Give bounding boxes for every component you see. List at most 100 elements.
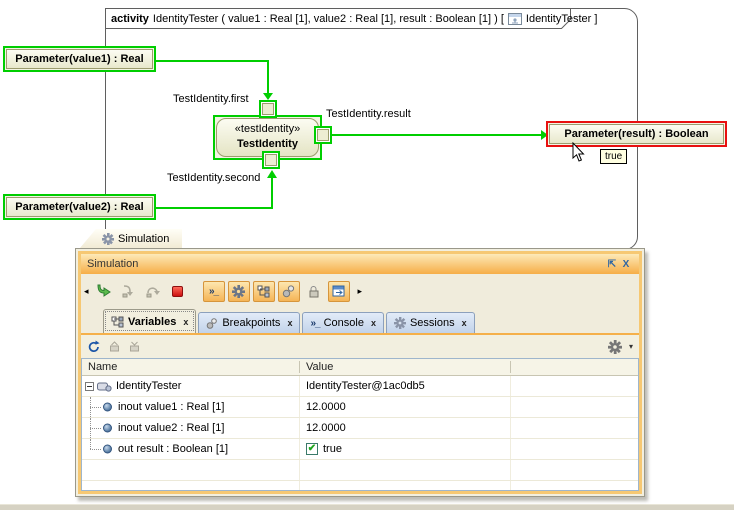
resume-icon bbox=[97, 284, 111, 297]
variables-tree-icon bbox=[111, 316, 124, 327]
tab-sessions-label: Sessions bbox=[409, 317, 455, 329]
settings-button[interactable] bbox=[607, 339, 622, 354]
row-value: IdentityTester@1ac0db5 bbox=[306, 380, 425, 392]
lock-icon bbox=[309, 285, 319, 297]
variable-icon bbox=[103, 423, 112, 433]
overflow-right-icon[interactable]: ▸ bbox=[357, 285, 363, 296]
action-name: TestIdentity bbox=[237, 138, 298, 150]
row-value: 12.0000 bbox=[306, 401, 346, 413]
header-keyword: activity bbox=[111, 12, 149, 25]
sim-titlebar[interactable]: Simulation ⇱ X bbox=[81, 254, 639, 274]
pin-result-body bbox=[317, 129, 329, 141]
tab-variables[interactable]: Variables x bbox=[103, 309, 197, 333]
row-name: IdentityTester bbox=[116, 380, 182, 392]
pin-second-body bbox=[265, 154, 277, 166]
close-panel-icon[interactable]: X bbox=[622, 258, 630, 270]
variables-table: Name Value IdentityTester bbox=[81, 358, 639, 491]
dropdown-arrow-icon[interactable]: ▾ bbox=[628, 342, 633, 351]
step-over-button[interactable] bbox=[142, 281, 164, 302]
close-tab-icon[interactable]: x bbox=[461, 318, 467, 328]
console-toggle-button[interactable]: »_ bbox=[202, 280, 225, 302]
label-pin-first: TestIdentity.first bbox=[173, 93, 249, 105]
step-into-icon bbox=[122, 285, 133, 298]
param-value1-label: Parameter(value1) : Real bbox=[6, 49, 153, 69]
table-header: Name Value bbox=[82, 359, 638, 376]
param-result-node[interactable]: Parameter(result) : Boolean bbox=[546, 121, 727, 147]
row-value: true bbox=[323, 443, 342, 455]
table-row[interactable]: inout value1 : Real [1] 12.0000 bbox=[82, 397, 638, 418]
checkbox-checked-icon[interactable] bbox=[306, 443, 318, 455]
options-toggle-button[interactable] bbox=[227, 280, 250, 302]
sim-toolbar: ◂ bbox=[81, 274, 639, 308]
row-name: inout value1 : Real [1] bbox=[118, 401, 225, 413]
arrowhead-down-icon bbox=[263, 93, 273, 100]
sim-title: Simulation bbox=[87, 258, 139, 270]
pin-first-body bbox=[262, 103, 274, 115]
table-row[interactable]: inout value2 : Real [1] 12.0000 bbox=[82, 418, 638, 439]
refresh-button[interactable] bbox=[87, 340, 101, 353]
header-diagram-ref: IdentityTester ] bbox=[525, 12, 598, 25]
activity-diagram-icon bbox=[507, 12, 522, 25]
sim-editor-tab-label: Simulation bbox=[118, 232, 170, 245]
sessions-toggle-button[interactable] bbox=[327, 280, 350, 302]
sim-editor-tab[interactable]: Simulation bbox=[80, 229, 182, 248]
pin-first[interactable] bbox=[259, 100, 277, 118]
sim-panel-content: Simulation ⇱ X ◂ bbox=[81, 254, 639, 491]
pin-result[interactable] bbox=[314, 126, 332, 144]
close-tab-icon[interactable]: x bbox=[370, 318, 376, 328]
connector-result-to-param[interactable] bbox=[332, 130, 548, 140]
label-pin-second: TestIdentity.second bbox=[167, 172, 261, 184]
tab-sessions[interactable]: Sessions x bbox=[385, 312, 475, 333]
arrowhead-up-icon bbox=[267, 170, 277, 178]
row-name: out result : Boolean [1] bbox=[118, 443, 229, 455]
empty-row bbox=[82, 481, 638, 490]
step-over-icon bbox=[146, 287, 160, 298]
float-panel-icon[interactable]: ⇱ bbox=[607, 258, 617, 270]
gear-icon bbox=[232, 284, 246, 298]
variables-tree-icon bbox=[257, 285, 270, 297]
label-pin-result: TestIdentity.result bbox=[326, 108, 411, 120]
step-into-button[interactable] bbox=[117, 281, 139, 302]
variables-toolbar: ▾ bbox=[81, 335, 639, 358]
terminate-button[interactable] bbox=[167, 281, 189, 302]
window-bottom-edge bbox=[0, 504, 734, 510]
sim-panel-frame: Simulation ⇱ X ◂ bbox=[78, 251, 642, 494]
frame-header-text: activity IdentityTester ( value1 : Real … bbox=[111, 11, 597, 26]
pin-second[interactable] bbox=[262, 151, 280, 169]
header-signature: IdentityTester ( value1 : Real [1], valu… bbox=[152, 12, 504, 25]
gear-icon bbox=[102, 232, 114, 245]
table-row[interactable]: out result : Boolean [1] true bbox=[82, 439, 638, 460]
breakpoints-toggle-button[interactable] bbox=[277, 280, 300, 302]
window-arrow-icon bbox=[332, 285, 345, 297]
expander-icon[interactable] bbox=[85, 381, 94, 391]
console-icon: »_ bbox=[208, 285, 219, 297]
column-header-value: Value bbox=[300, 361, 511, 373]
action-stereotype: «testIdentity» bbox=[234, 123, 301, 135]
instance-icon bbox=[97, 382, 112, 392]
table-row[interactable]: IdentityTester IdentityTester@1ac0db5 bbox=[82, 376, 638, 397]
param-value1-node[interactable]: Parameter(value1) : Real bbox=[3, 46, 156, 72]
breakpoints-icon bbox=[282, 284, 295, 297]
sim-tabs: Variables x Breakpoints x »_ Console bbox=[81, 308, 639, 335]
empty-row bbox=[82, 460, 638, 481]
value-tooltip: true bbox=[600, 149, 628, 164]
tab-breakpoints-label: Breakpoints bbox=[222, 317, 281, 329]
tab-console-label: Console bbox=[323, 317, 364, 329]
tab-variables-label: Variables bbox=[128, 315, 177, 328]
import-value-button[interactable] bbox=[128, 341, 141, 353]
tab-breakpoints[interactable]: Breakpoints x bbox=[198, 312, 301, 333]
column-header-name: Name bbox=[82, 361, 300, 373]
param-result-label: Parameter(result) : Boolean bbox=[549, 124, 724, 144]
close-tab-icon[interactable]: x bbox=[183, 316, 189, 327]
overflow-left-icon[interactable]: ◂ bbox=[84, 285, 89, 296]
breakpoints-icon bbox=[207, 317, 218, 329]
variables-toggle-button[interactable] bbox=[252, 280, 275, 302]
param-value2-node[interactable]: Parameter(value2) : Real bbox=[3, 194, 156, 220]
resume-button[interactable] bbox=[92, 281, 114, 302]
lock-button[interactable] bbox=[303, 281, 325, 302]
export-value-button[interactable] bbox=[108, 340, 121, 353]
sim-panel: Simulation ⇱ X ◂ bbox=[75, 248, 645, 497]
tab-console[interactable]: »_ Console x bbox=[302, 312, 384, 333]
close-tab-icon[interactable]: x bbox=[287, 318, 293, 328]
